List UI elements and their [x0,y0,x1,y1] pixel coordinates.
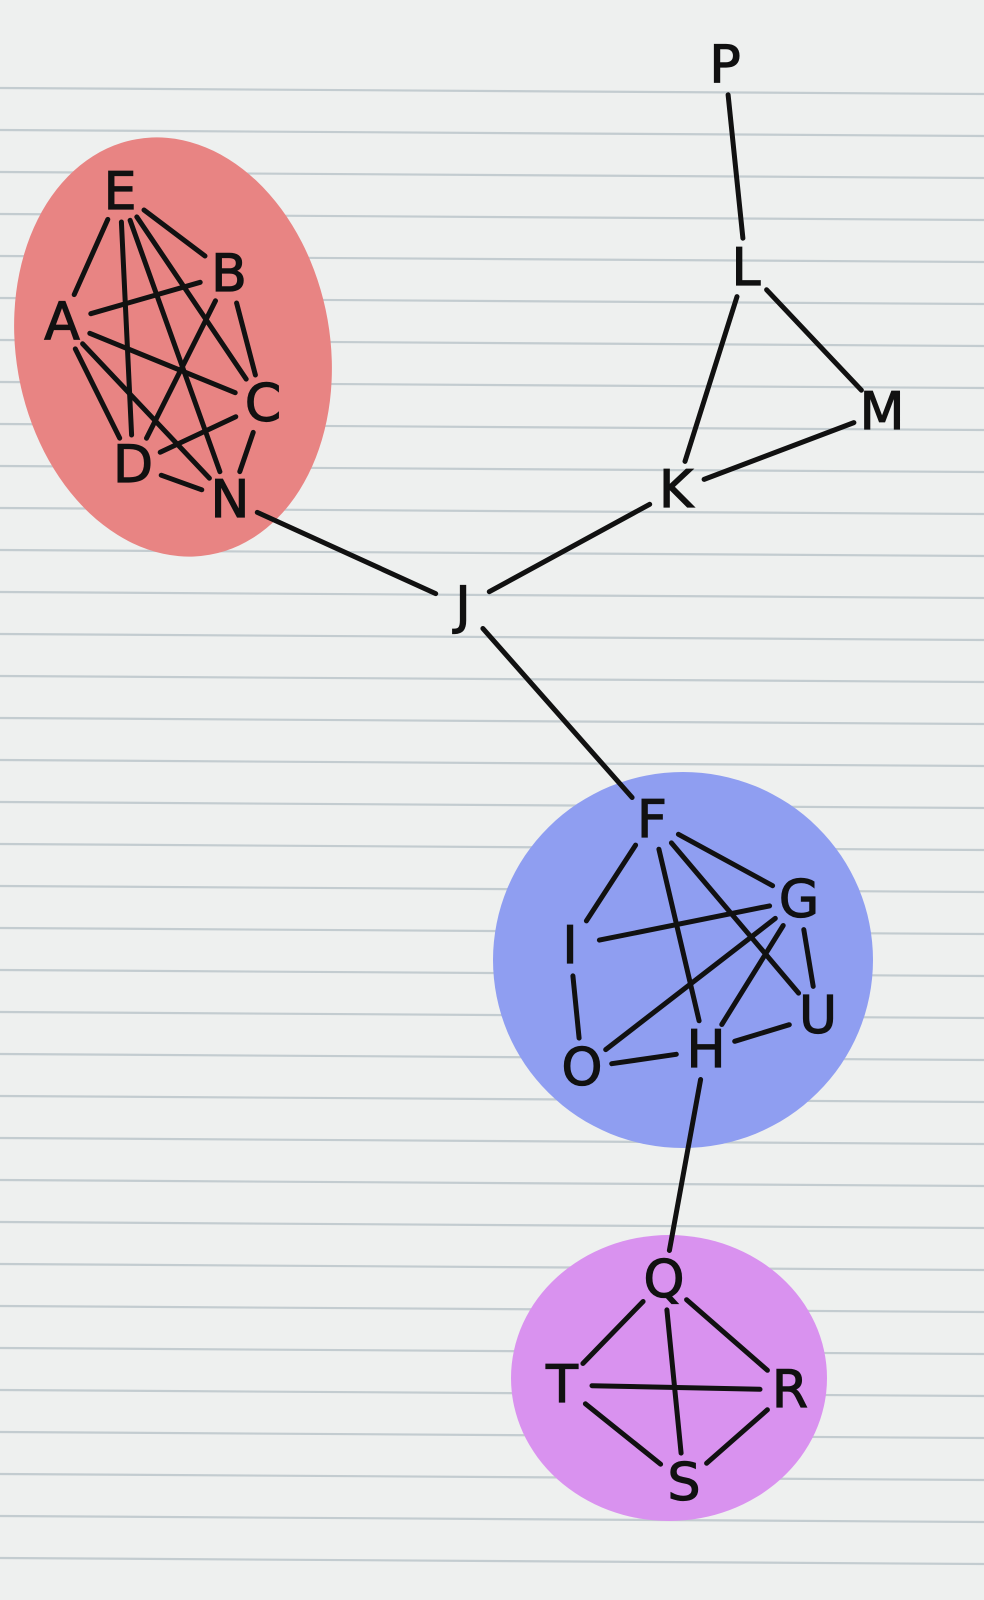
edges [71,92,864,1467]
edge-Q-S [664,1307,684,1456]
node-R: R [772,1360,808,1420]
edge-L-M [764,287,864,393]
node-T: T [545,1355,578,1415]
ruled-line [0,1514,984,1524]
node-N: N [211,470,250,530]
edge-D-N [158,472,205,493]
ruled-line [0,590,984,600]
edge-G-U [801,927,816,989]
ruled-line [0,1304,984,1314]
node-S: S [667,1453,700,1513]
node-P: P [709,35,740,95]
ruled-line [0,1346,984,1356]
node-G: G [779,870,819,930]
ruled-line [0,1178,984,1188]
edge-G-O [603,915,778,1053]
edge-E-D [118,219,135,438]
node-H: H [686,1020,725,1080]
cluster-purple [511,1235,827,1521]
node-B: B [211,244,247,304]
edge-Q-T [580,1299,646,1366]
ruled-line [0,1094,984,1104]
node-J: J [452,576,470,636]
edge-G-H [719,923,786,1027]
node-C: C [245,374,281,434]
ruled-line [0,800,984,810]
ruled-line [0,1556,984,1566]
ruled-line [0,548,984,558]
node-A: A [44,292,80,352]
edge-F-H [656,846,702,1024]
edge-A-N [80,341,212,481]
edge-C-D [157,414,239,455]
node-K: K [659,460,695,520]
ruled-line [0,1472,984,1482]
ruled-line [0,1262,984,1272]
edge-F-I [583,842,639,924]
node-U: U [799,986,837,1046]
edge-I-O [570,973,582,1041]
edge-G-I [596,903,773,943]
node-Q: Q [644,1250,685,1310]
edge-C-N [237,429,256,475]
edge-H-U [732,1022,792,1044]
edge-F-U [668,840,802,996]
edge-Q-R [684,1297,770,1373]
edge-K-M [701,420,857,482]
ruled-line [0,716,984,726]
ruled-line [0,1430,984,1440]
node-D: D [113,435,153,495]
edge-B-D [144,298,218,441]
edge-O-H [609,1051,679,1067]
ruled-line [0,1136,984,1146]
edge-F-G [675,831,776,889]
node-L: L [732,238,761,298]
ruled-line [0,86,984,96]
ruled-line [0,1220,984,1230]
edge-E-A [71,216,111,298]
edge-L-K [682,294,740,464]
edge-K-J [486,501,653,595]
edge-E-C [134,214,249,382]
edge-A-D [72,346,123,441]
ruled-line [0,1388,984,1398]
node-F: F [637,790,667,850]
edge-N-J [254,509,439,597]
node-I: I [562,916,577,976]
edge-A-B [88,279,203,317]
edge-S-R [704,1407,770,1466]
node-E: E [104,162,137,222]
edge-P-L [725,92,746,241]
nodes: P L M K E B A C DN J F G I U O H Q T R S [44,34,905,1513]
ruled-line [0,758,984,768]
edge-A-C [87,330,238,396]
edge-J-F [480,626,635,800]
edge-T-S [582,1401,664,1467]
node-M: M [860,382,905,442]
ruled-line [0,674,984,684]
edge-T-R [589,1383,763,1392]
ruled-line [0,128,984,138]
edge-H-Q [666,1077,704,1253]
node-O: O [562,1038,603,1098]
edge-B-C [234,300,258,378]
edge-E-B [141,207,208,259]
